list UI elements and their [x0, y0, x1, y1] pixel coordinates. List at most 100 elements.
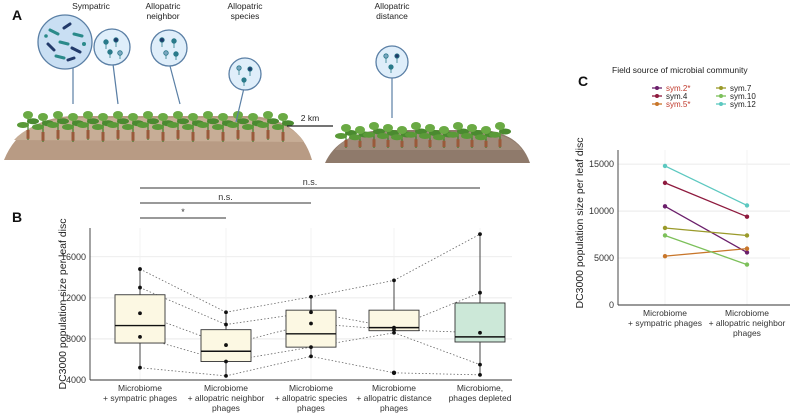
y-tick-label: 15000 — [589, 159, 614, 169]
plant-leaf — [68, 113, 78, 121]
category-label-line: + sympatric phages — [103, 393, 177, 403]
field-label-sympatric: Sympatric — [72, 1, 111, 11]
plant-fruit — [456, 139, 460, 147]
plant-leaf — [147, 118, 159, 125]
plant-leaf — [248, 113, 258, 121]
plant-fruit — [41, 132, 45, 141]
plant-leaf — [257, 122, 269, 128]
paired-line — [393, 332, 481, 365]
category-label-line: Microbiome, — [457, 383, 503, 393]
series-point — [744, 262, 750, 267]
data-point — [478, 232, 482, 237]
plant-leaf — [447, 131, 459, 138]
plant-fruit — [358, 140, 362, 148]
left-field-plants — [17, 111, 294, 142]
plant-fruit — [266, 130, 270, 139]
plant-leaf — [137, 122, 149, 128]
scale-bar-label: 2 km — [301, 113, 319, 123]
series-line-sym-5 — [664, 247, 748, 257]
plant-fruit — [161, 132, 165, 141]
plant-fruit — [428, 140, 432, 147]
category-label: Microbiome+ sympatric phages — [628, 308, 702, 328]
legend-swatch-dot — [655, 86, 659, 90]
plant-leaf — [197, 122, 209, 128]
plant-leaf — [369, 122, 379, 130]
category-label-line: phages — [212, 403, 240, 413]
plant-fruit — [470, 140, 474, 147]
panel-b-paired-lines — [139, 233, 481, 377]
y-tick-label: 8000 — [66, 334, 86, 344]
legend-title: Field source of microbial community — [612, 65, 748, 75]
phage-bubble-allopatric-distance — [375, 45, 409, 79]
plant-fruit — [116, 130, 120, 139]
plant-leaf — [23, 111, 33, 119]
legend-label: sym.5* — [666, 100, 690, 109]
data-point — [309, 321, 313, 326]
plant-leaf — [373, 128, 385, 135]
series-line-sym-2 — [664, 205, 748, 253]
panel-c: C Field source of microbial community sy… — [574, 65, 790, 338]
data-point — [138, 334, 142, 339]
series-point — [662, 163, 668, 169]
plant-fruit — [56, 130, 60, 139]
series-point — [662, 204, 668, 209]
legend-label: sym.2* — [666, 84, 690, 93]
plant-leaf — [391, 134, 403, 141]
significance-label: n.s. — [218, 192, 233, 202]
plant-leaf — [278, 113, 288, 121]
plant-leaf — [113, 111, 123, 119]
plant-leaf — [188, 113, 198, 121]
phage-icons — [103, 37, 400, 86]
legend-swatch-dot — [655, 102, 659, 106]
paired-line — [225, 355, 312, 377]
paired-line — [225, 311, 312, 325]
plant-leaf — [439, 126, 449, 134]
plant-fruit — [221, 132, 225, 141]
plant-leaf — [57, 118, 69, 125]
category-label-line: phages — [380, 403, 408, 413]
plant-leaf — [143, 111, 153, 119]
plant-leaf — [107, 122, 119, 128]
category-label-line: Microbiome — [204, 383, 248, 393]
plant-leaf — [489, 131, 501, 138]
plant-leaf — [377, 133, 389, 139]
data-point — [309, 345, 313, 350]
y-tick-label: 5000 — [594, 253, 614, 263]
plant-fruit — [71, 132, 75, 141]
panel-b-points — [138, 232, 482, 378]
plant-leaf — [77, 122, 89, 128]
y-tick-label: 0 — [609, 300, 614, 310]
plant-leaf — [207, 118, 219, 125]
paired-line — [139, 287, 227, 325]
category-label-line: + allopatric neighbor — [709, 318, 786, 328]
phage-bubble-allopatric-species — [228, 57, 262, 91]
data-point — [138, 311, 142, 316]
legend-swatch-dot — [719, 94, 723, 98]
plant-leaf — [475, 134, 487, 141]
plant-leaf — [83, 111, 93, 119]
bubble-connector — [112, 63, 119, 105]
category-label-line: Microbiome — [118, 383, 162, 393]
plant-leaf — [237, 118, 249, 125]
data-point — [392, 278, 396, 283]
plant-leaf — [383, 124, 393, 132]
category-label-line: Microbiome — [289, 383, 333, 393]
data-point — [478, 362, 482, 367]
plant-leaf — [122, 124, 134, 130]
plant-fruit — [484, 140, 488, 148]
plant-leaf — [27, 118, 39, 125]
legend-label: sym.4 — [666, 92, 688, 101]
plant-fruit — [131, 132, 135, 141]
plant-leaf — [47, 122, 59, 128]
category-label: Microbiome,phages depleted — [449, 383, 512, 403]
plant-fruit — [86, 130, 90, 139]
plant-leaf — [87, 118, 99, 125]
category-label-line: + sympatric phages — [628, 318, 702, 328]
panel-c-letter: C — [578, 73, 588, 89]
plant-leaf — [405, 131, 417, 138]
data-point — [478, 330, 482, 335]
